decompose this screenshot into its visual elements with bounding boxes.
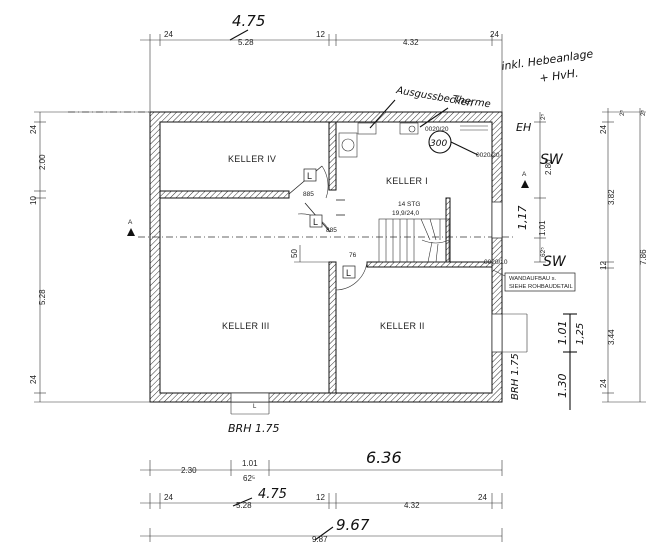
stair-wall	[445, 197, 451, 263]
svg-text:50: 50	[290, 249, 299, 258]
svg-text:L: L	[346, 268, 351, 278]
window-bottom: L	[230, 392, 270, 415]
svg-text:1.01: 1.01	[556, 321, 569, 346]
svg-text:62⁵: 62⁵	[243, 474, 255, 483]
svg-text:L: L	[307, 171, 312, 181]
wall-callout: WANDAUFBAU s. SIEHE ROHBAUDETAIL	[492, 269, 576, 292]
svg-text:7.86: 7.86	[639, 249, 648, 265]
svg-text:24: 24	[599, 379, 608, 388]
dim-bottom-2: 24 5.28 12 4.32 24	[140, 493, 503, 510]
section-marker-left: A	[127, 219, 135, 236]
svg-text:4.32: 4.32	[404, 501, 420, 510]
dim-top: 24 5.28 12 4.32 24	[140, 30, 503, 112]
svg-text:12: 12	[599, 261, 608, 270]
note-low: 0020/10	[484, 259, 508, 266]
svg-text:A: A	[128, 219, 133, 226]
svg-text:4.75: 4.75	[258, 487, 287, 502]
svg-text:2⁵: 2⁵	[540, 113, 547, 120]
room-keller-ii: KELLER II	[380, 321, 425, 331]
room-keller-iii: KELLER III	[222, 321, 270, 331]
svg-text:12: 12	[316, 493, 325, 502]
note-upper: 0020/20	[425, 126, 449, 133]
svg-text:24: 24	[490, 30, 499, 39]
door-ii: L 76	[335, 252, 368, 291]
door-entry	[336, 199, 345, 216]
svg-text:inkl. Hebeanlage: inkl. Hebeanlage	[501, 47, 595, 73]
interior-wall-vertical	[328, 121, 337, 191]
svg-text:5.28: 5.28	[236, 501, 252, 510]
svg-text:1,25: 1,25	[575, 323, 586, 345]
svg-text:SW: SW	[540, 152, 564, 168]
svg-text:L: L	[253, 404, 257, 410]
svg-text:5.28: 5.28	[38, 289, 47, 305]
svg-text:62⁵: 62⁵	[540, 247, 547, 257]
svg-text:300: 300	[430, 139, 447, 149]
svg-text:4.32: 4.32	[403, 38, 419, 47]
svg-text:2.80: 2.80	[544, 159, 553, 175]
svg-text:24: 24	[164, 493, 173, 502]
svg-text:1.30: 1.30	[556, 374, 569, 399]
interior-wall-iv-iii	[159, 190, 290, 199]
svg-text:10: 10	[29, 196, 38, 205]
interior-wall-vertical-lower	[328, 261, 337, 394]
svg-text:1,17: 1,17	[516, 206, 529, 231]
staircase	[378, 218, 450, 263]
door-iv: 885 L	[288, 165, 329, 199]
svg-text:2.30: 2.30	[181, 466, 197, 475]
svg-text:9.87: 9.87	[312, 535, 328, 544]
svg-text:EH: EH	[516, 121, 531, 134]
dim-right-outer: 2⁵ 24 3.82 12 3.44 24 7.86 2⁵	[599, 108, 648, 403]
dim-left: 24 2.00 10 5.28 24	[29, 111, 150, 403]
svg-text:885: 885	[303, 191, 314, 198]
svg-text:24: 24	[478, 493, 487, 502]
svg-text:2.00: 2.00	[38, 154, 47, 170]
svg-text:L: L	[313, 217, 318, 227]
svg-text:6.36: 6.36	[366, 448, 402, 467]
dim-bottom-1: 2.30 1.01 62⁵	[140, 459, 503, 483]
svg-text:1.01: 1.01	[538, 220, 547, 236]
svg-text:2⁵: 2⁵	[640, 109, 647, 116]
interior-wall-i-ii	[366, 261, 493, 268]
svg-text:4.75: 4.75	[232, 12, 265, 30]
section-marker-right: A	[521, 171, 529, 188]
svg-text:24: 24	[599, 125, 608, 134]
svg-text:1.01: 1.01	[242, 459, 258, 468]
svg-text:885: 885	[326, 227, 337, 234]
window-right-upper	[491, 201, 503, 239]
svg-text:76: 76	[349, 252, 357, 259]
svg-text:BRH 1.75: BRH 1.75	[228, 422, 279, 435]
equipment	[338, 122, 488, 158]
svg-text:3.82: 3.82	[607, 189, 616, 205]
room-keller-iv: KELLER IV	[228, 154, 276, 164]
dim-right-inner: 2⁵ 2.80 1.01 62⁵	[534, 112, 553, 263]
svg-text:24: 24	[29, 125, 38, 134]
room-keller-i: KELLER I	[386, 176, 428, 186]
svg-text:WANDAUFBAU s.: WANDAUFBAU s.	[509, 276, 557, 282]
svg-text:SW: SW	[543, 254, 567, 270]
svg-text:5.28: 5.28	[238, 38, 254, 47]
svg-text:A: A	[522, 171, 527, 178]
svg-text:2⁵: 2⁵	[619, 109, 626, 116]
note-mid: 0020/20	[476, 152, 500, 159]
svg-text:+ HvH.: + HvH.	[539, 67, 580, 85]
svg-text:24: 24	[164, 30, 173, 39]
stair-steps: 14 STG	[398, 201, 420, 208]
stair-ratio: 19,9/24,0	[392, 210, 419, 217]
svg-text:BRH 1.75: BRH 1.75	[510, 353, 521, 400]
dim-left-small: 50	[290, 245, 329, 263]
svg-text:24: 24	[29, 375, 38, 384]
door-iii: L 885	[297, 202, 337, 234]
svg-text:9.67: 9.67	[336, 516, 370, 534]
svg-text:SIEHE ROHBAUDETAIL: SIEHE ROHBAUDETAIL	[509, 284, 573, 290]
svg-text:12: 12	[316, 30, 325, 39]
svg-text:3.44: 3.44	[607, 329, 616, 345]
window-right	[491, 313, 528, 353]
svg-text:Therme: Therme	[452, 94, 492, 110]
